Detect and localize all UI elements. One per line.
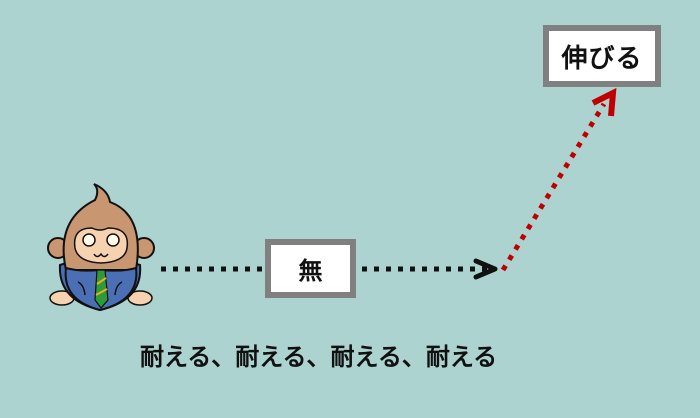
- arrow-head-right-icon: [473, 258, 498, 280]
- nothing-box: 無: [265, 239, 356, 298]
- endure-caption: 耐える、耐える、耐える、耐える: [140, 343, 498, 371]
- red-dotted-arrow-up: [500, 102, 607, 272]
- arrow-head-up-icon: [591, 87, 617, 117]
- nothing-label: 無: [298, 257, 323, 285]
- growth-label: 伸びる: [561, 43, 643, 74]
- growth-box: 伸びる: [543, 25, 661, 87]
- monkey-character-icon: [47, 183, 155, 312]
